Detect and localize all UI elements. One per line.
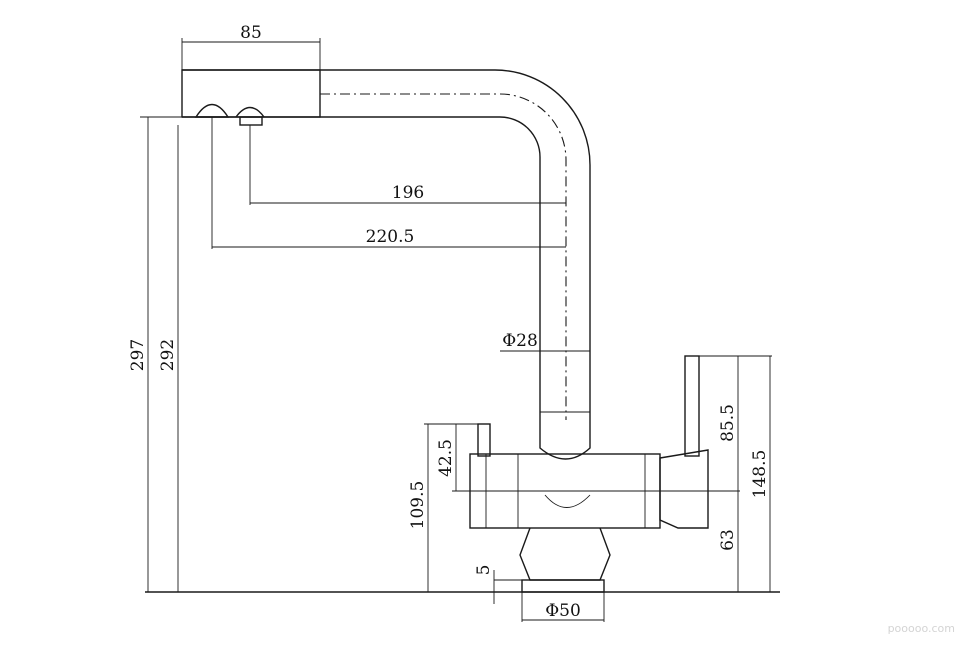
dim-pipe-label: Φ28 [502,331,538,351]
dim-spout-height-label: 292 [158,339,178,371]
dim-base-height-label: 63 [718,529,738,551]
left-handle [477,423,491,457]
spout-tip-block [181,69,321,118]
dimension-labels: 85 196 220.5 Φ28 297 292 85.5 148.5 42.5… [128,23,770,621]
base-plate [521,579,605,593]
dimension-lines [140,38,772,622]
spout-top-outer [182,69,591,412]
watermark: pooooo.com [888,622,955,635]
dim-handle-height-label: 85.5 [718,404,738,442]
dim-reach-inner-label: 196 [392,183,424,203]
dim-base-dia-label: Φ50 [545,601,581,621]
faucet-outline [145,69,780,593]
right-handle [684,355,700,457]
dim-side-height-label: 148.5 [750,450,770,499]
body-lower [519,527,611,581]
body-lower-curve [544,494,591,508]
spout-centerline [320,93,567,420]
dim-gap-label: 5 [474,565,494,576]
outlet-right [235,106,265,118]
outlet-nozzle [239,116,263,126]
dim-top-width-label: 85 [240,23,262,43]
dim-body-height-label: 109.5 [408,481,428,530]
body-neck [539,412,591,460]
spout-top-inner [182,116,541,412]
dim-reach-outer-label: 220.5 [366,227,415,247]
dim-lever-height-label: 42.5 [436,439,456,477]
outlet-left [194,103,230,118]
right-valve-cap [659,449,709,529]
dim-total-height-label: 297 [128,339,148,371]
